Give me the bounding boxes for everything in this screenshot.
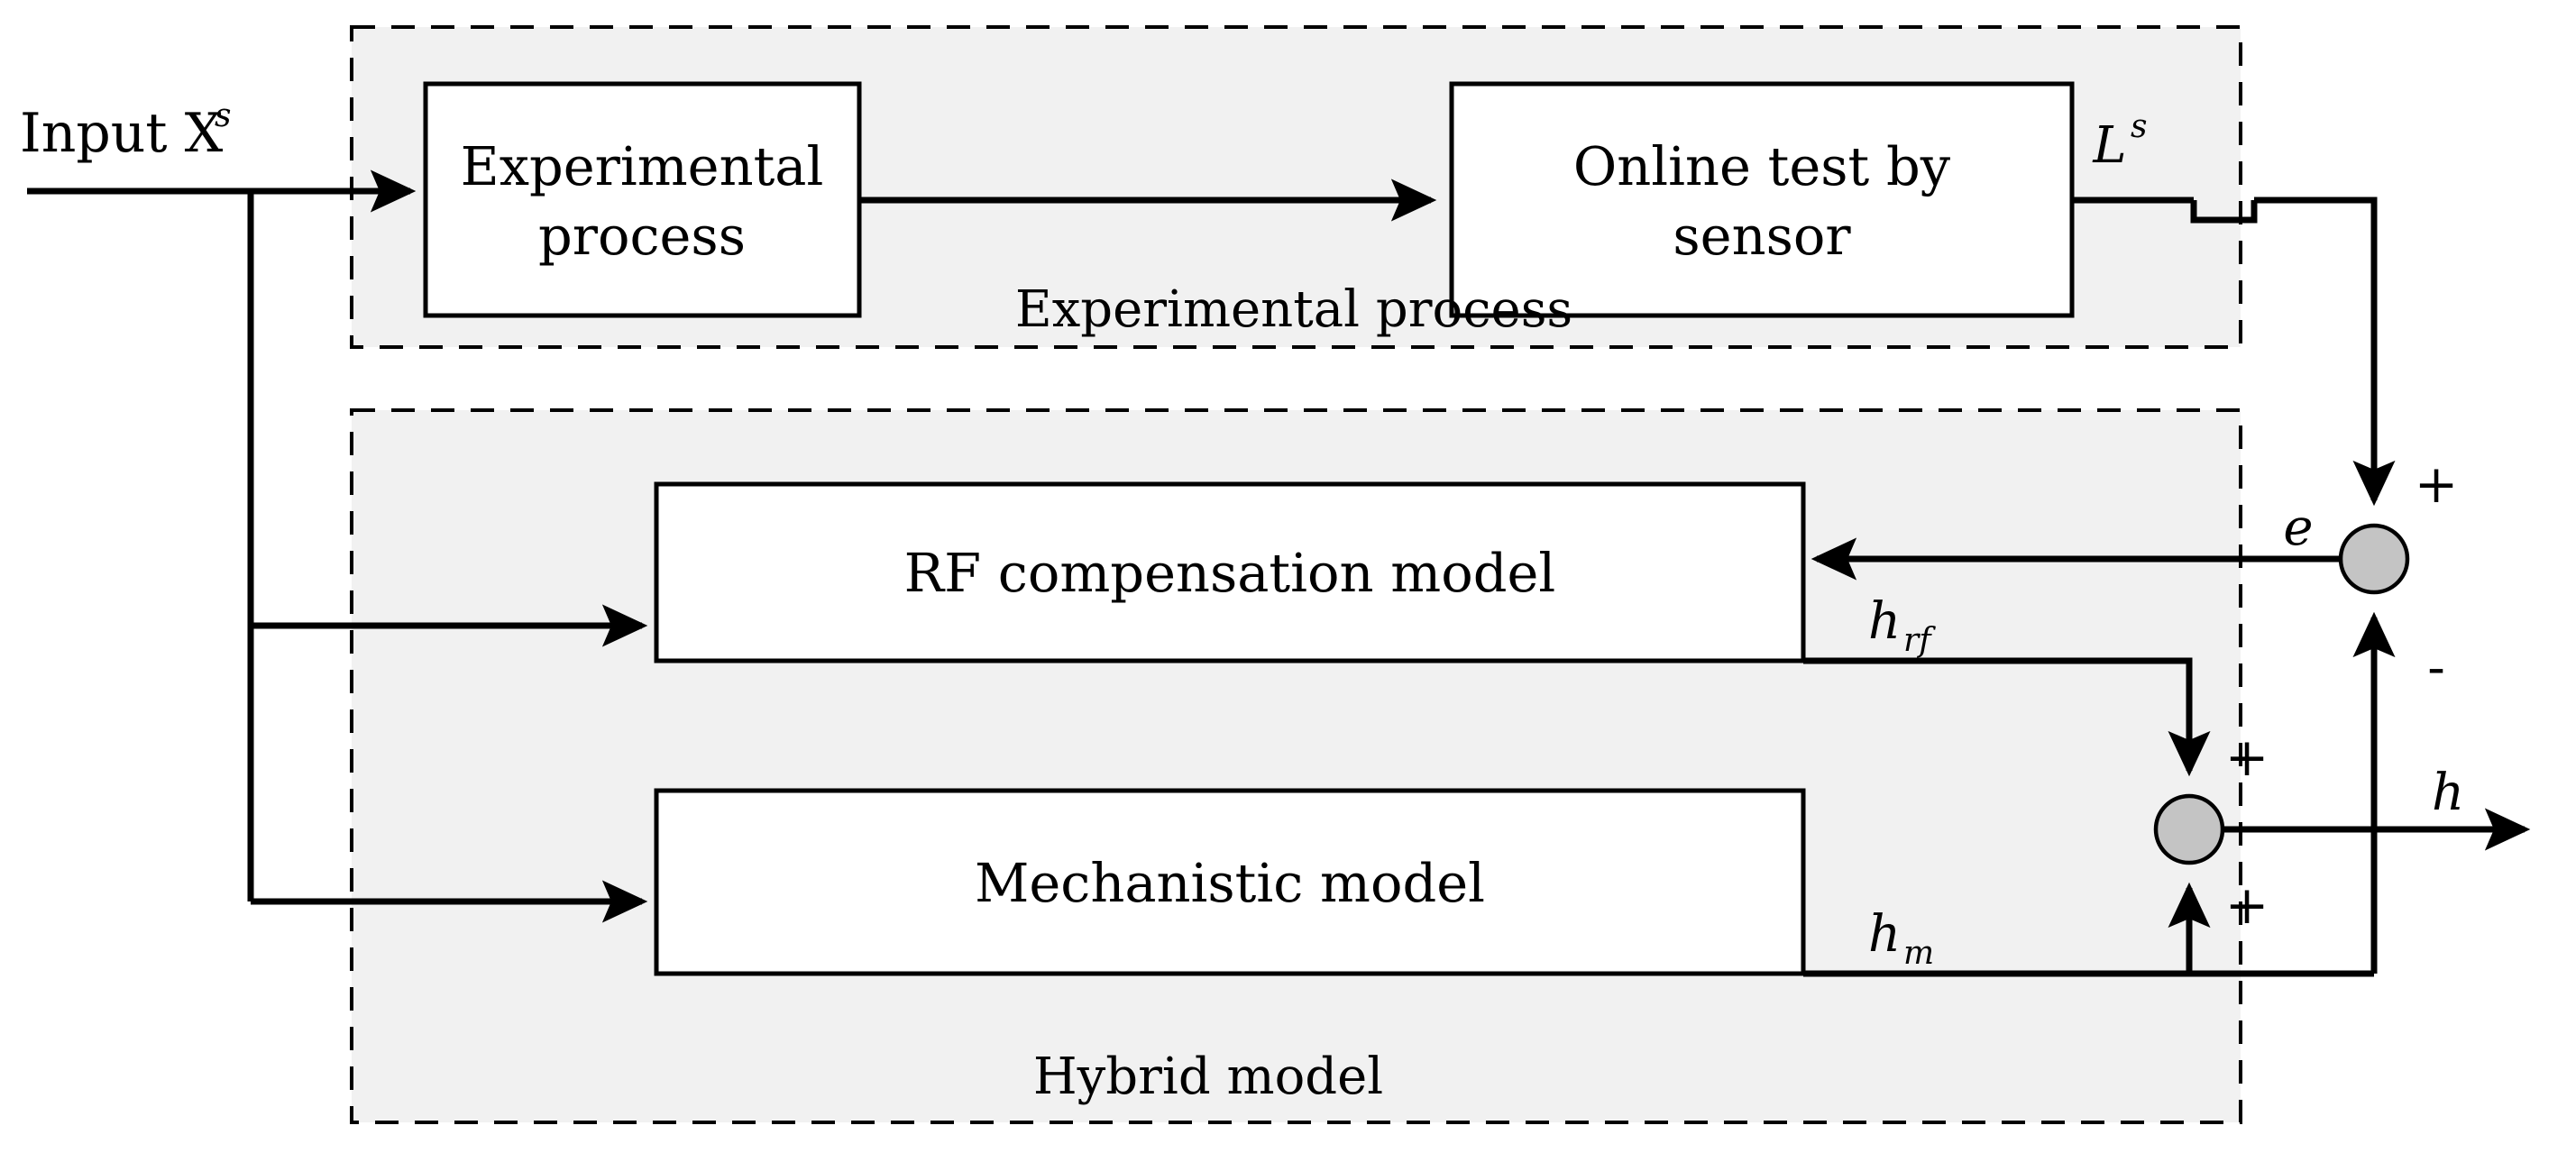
wire-to-top-sum-node <box>2254 197 2396 507</box>
label-signal-hm: h m <box>1868 905 1934 972</box>
block-online-test-line2: sensor <box>1673 205 1851 267</box>
label-hm-subscript: m <box>1903 935 1934 972</box>
label-ls-base: L <box>2092 116 2126 175</box>
block-online-test-line1: Online test by <box>1573 135 1951 197</box>
wire-crossover-hop-marker <box>2190 200 2258 224</box>
label-hrf-base: h <box>1868 592 1901 651</box>
wire-hrf-to-bottom-sum <box>1803 657 2211 777</box>
block-experimental-process-line2: process <box>538 205 746 267</box>
block-mechanistic-model[interactable]: Mechanistic model <box>654 788 1806 976</box>
group-experimental-border <box>350 25 2242 349</box>
block-experimental-process[interactable]: Experimental process <box>423 81 862 318</box>
label-input: Input X s <box>20 97 231 165</box>
block-rf-compensation-label: RF compensation model <box>904 542 1556 604</box>
block-online-test-rect[interactable] <box>1449 81 2075 318</box>
label-ls-superscript: s <box>2131 108 2147 145</box>
sign-bottom-sum-plus-top: + <box>2225 727 2269 788</box>
sign-top-sum-plus: + <box>2415 453 2459 515</box>
sign-bottom-sum-plus-bottom: + <box>2225 874 2269 936</box>
label-input-superscript: s <box>215 97 231 134</box>
label-signal-hrf: h rf <box>1868 592 1936 659</box>
block-rf-compensation-model[interactable]: RF compensation model <box>654 481 1806 663</box>
block-mechanistic-rect[interactable] <box>654 788 1806 976</box>
sum-node-hybrid-output[interactable] <box>2153 793 2225 865</box>
label-input-base: Input X <box>20 102 224 165</box>
block-experimental-process-rect[interactable] <box>423 81 862 318</box>
label-signal-h: h <box>2432 764 2464 822</box>
group-label-experimental-process: Experimental process <box>1015 280 1572 339</box>
group-label-hybrid-model: Hybrid model <box>1033 1048 1383 1106</box>
sign-top-sum-minus: - <box>2427 636 2445 698</box>
group-hybrid-border <box>350 408 2242 1124</box>
block-mechanistic-label: Mechanistic model <box>975 852 1485 914</box>
label-signal-e: e <box>2283 499 2313 557</box>
block-experimental-process-line1: Experimental <box>461 135 824 197</box>
label-signal-ls: L s <box>2092 108 2147 175</box>
sum-node-error[interactable] <box>2338 523 2410 595</box>
label-hrf-subscript: rf <box>1903 622 1936 659</box>
block-rf-compensation-rect[interactable] <box>654 481 1806 663</box>
label-hm-base: h <box>1868 905 1901 964</box>
block-online-test-by-sensor[interactable]: Online test by sensor <box>1449 81 2075 318</box>
